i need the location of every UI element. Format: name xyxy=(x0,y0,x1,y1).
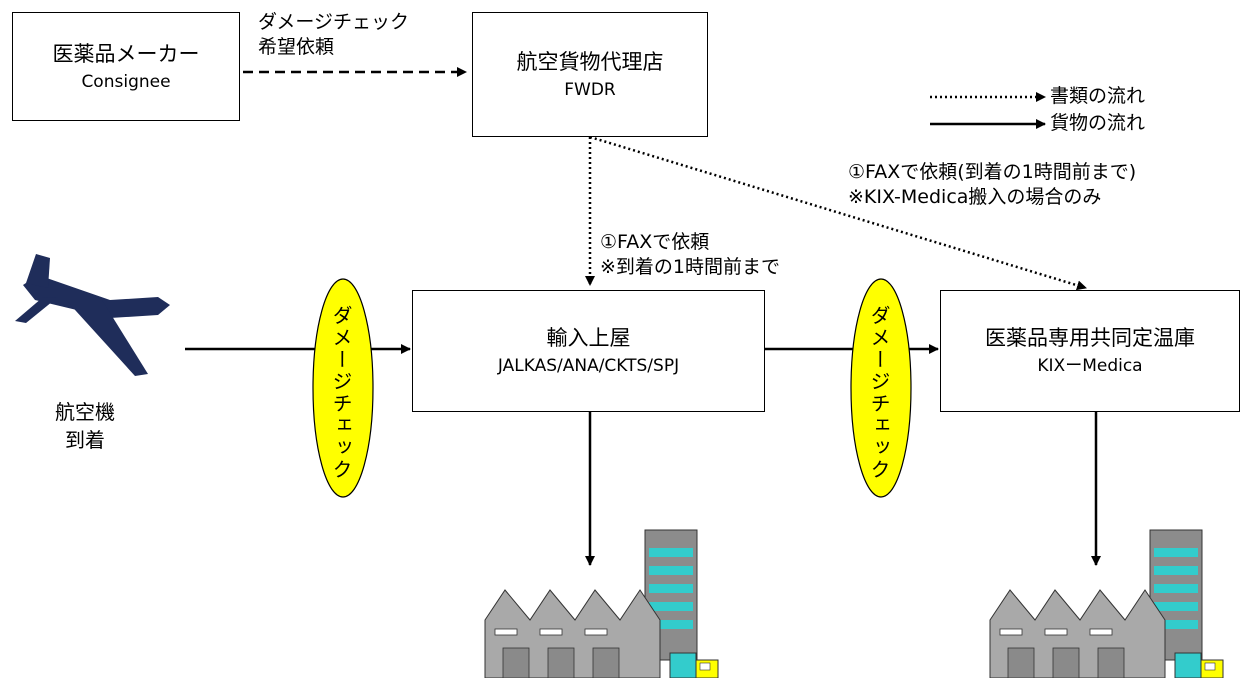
damage-request-label: ダメージチェック 希望依頼 xyxy=(258,11,410,58)
damage-check-text-2: ダメージチェック xyxy=(867,305,891,481)
aircraft-label: 航空機 到着 xyxy=(55,400,115,452)
kix-sub: KIXーMedica xyxy=(1037,356,1143,376)
truck-icon xyxy=(1174,652,1224,678)
truck-icon xyxy=(669,652,719,678)
fwdr-title: 航空貨物代理店 xyxy=(516,49,664,74)
airplane-icon xyxy=(15,254,170,376)
damage-check-text-1: ダメージチェック xyxy=(329,305,353,481)
legend-cargo: 貨物の流れ xyxy=(1050,112,1146,134)
damage-check-ellipse-2 xyxy=(850,278,912,498)
kix-title: 医薬品専用共同定温庫 xyxy=(985,326,1195,350)
factory-icon xyxy=(484,529,719,678)
fax-terminal-label: ①FAXで依頼 ※到着の1時間前まで xyxy=(600,231,781,278)
manufacturer-title: 医薬品メーカー xyxy=(52,41,200,66)
fax-arrow-kix xyxy=(589,135,1087,291)
kix-box: 医薬品専用共同定温庫 KIXーMedica xyxy=(940,290,1240,412)
terminal-box: 輸入上屋 JALKAS/ANA/CKTS/SPJ xyxy=(412,290,765,412)
terminal-title: 輸入上屋 xyxy=(546,326,631,350)
terminal-sub: JALKAS/ANA/CKTS/SPJ xyxy=(497,356,680,376)
manufacturer-sub: Consignee xyxy=(81,71,171,92)
damage-check-ellipse-1 xyxy=(312,278,374,498)
fax-kix-label: ①FAXで依頼(到着の1時間前まで) ※KIX-Medica搬入の場合のみ xyxy=(848,161,1137,208)
fwdr-sub: FWDR xyxy=(564,79,616,100)
factory-icon xyxy=(989,529,1224,678)
fwdr-box: 航空貨物代理店 FWDR xyxy=(472,12,708,137)
manufacturer-box: 医薬品メーカー Consignee xyxy=(12,12,240,121)
legend-documents: 書類の流れ xyxy=(1050,85,1146,107)
